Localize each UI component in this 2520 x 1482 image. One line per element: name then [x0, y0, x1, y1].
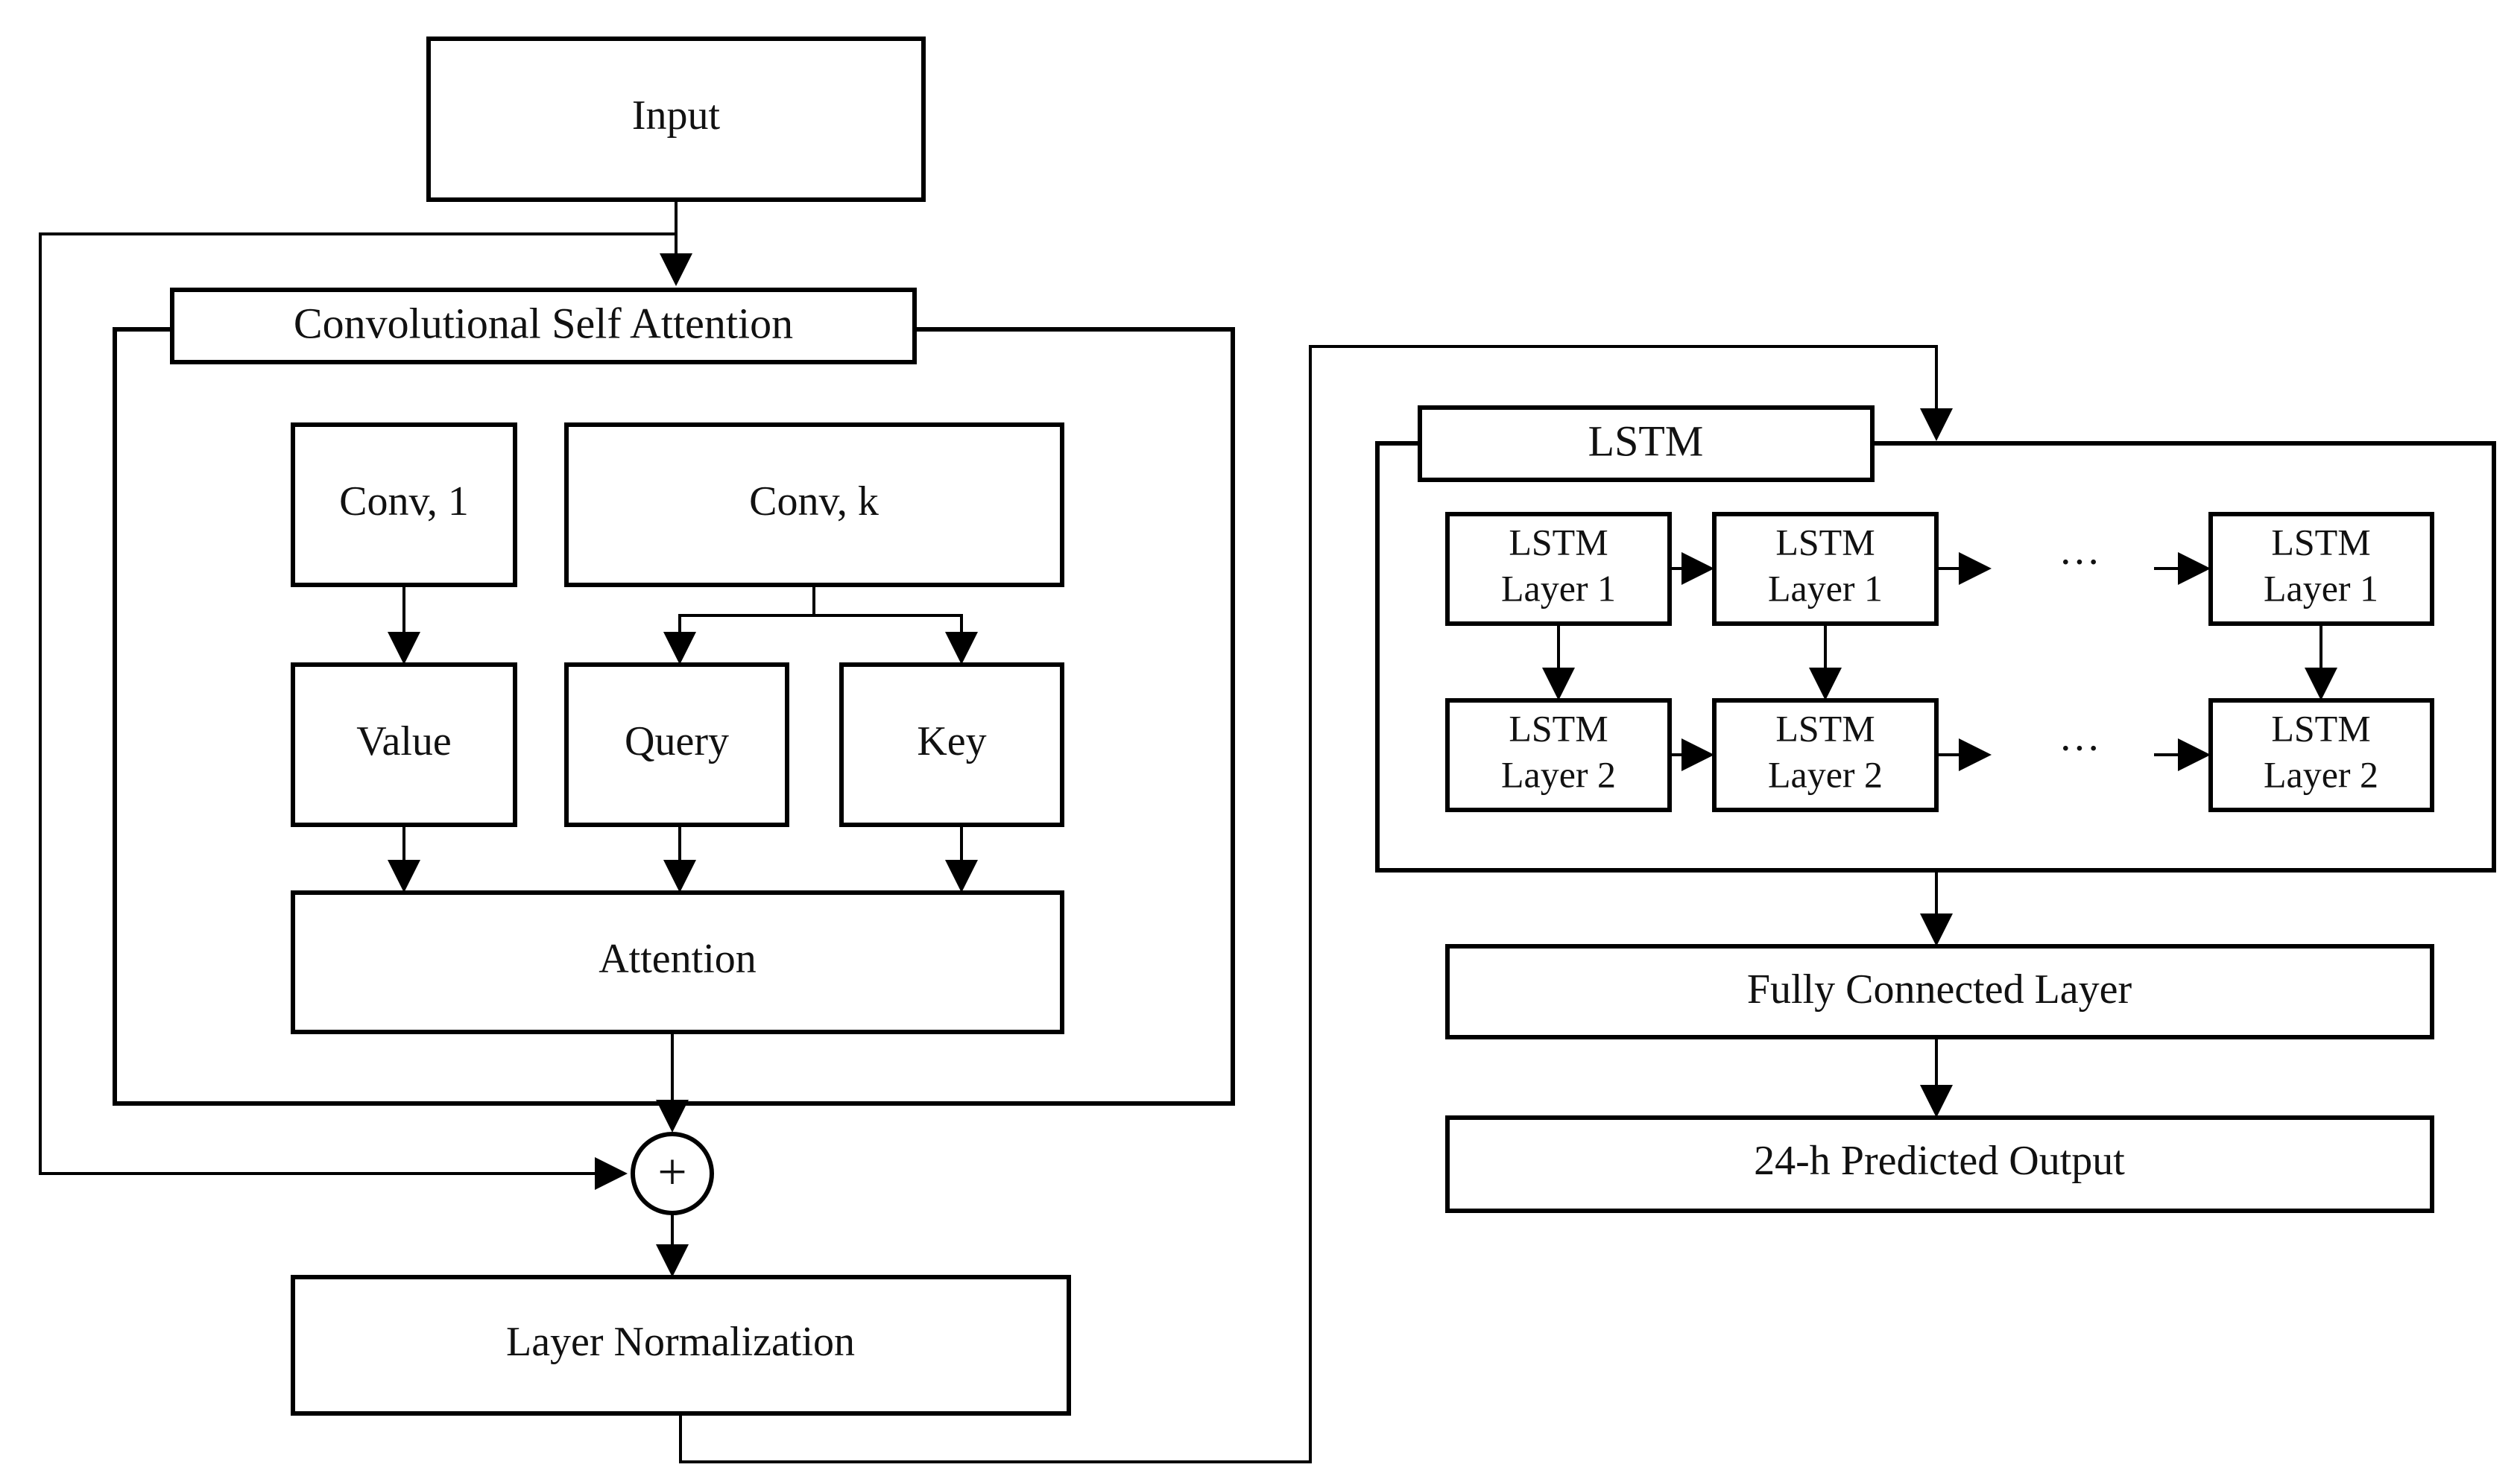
arrowhead — [388, 860, 420, 893]
arrowhead — [663, 632, 696, 665]
svg-text:LSTM: LSTM — [2271, 521, 2370, 563]
arrowhead — [2305, 668, 2337, 700]
attention-node: Attention — [291, 890, 1064, 1034]
arrowhead — [388, 632, 420, 665]
lstm-title-box — [1418, 405, 1875, 482]
layer-normalization-label: Layer Normalization — [506, 1319, 855, 1365]
output-node: 24-h Predicted Output — [1445, 1115, 2434, 1213]
layernorm-to-lstm-connector — [679, 345, 1938, 1463]
arrowhead — [1809, 668, 1842, 700]
svg-text:Layer 1: Layer 1 — [2264, 567, 2378, 609]
key-label: Key — [917, 718, 986, 764]
csa-title-box — [170, 288, 917, 364]
svg-text:LSTM: LSTM — [2271, 707, 2370, 749]
output-label: 24-h Predicted Output — [1754, 1138, 2125, 1184]
arrowhead — [656, 1100, 689, 1133]
svg-text:Layer 2: Layer 2 — [2264, 753, 2378, 795]
value-node: Value — [291, 662, 517, 827]
lstm-cell-row2-col3: LSTM Layer 2 — [2208, 698, 2434, 812]
arrowhead — [1920, 913, 1953, 946]
residual-skip-connector — [39, 232, 676, 1175]
convk-split-connector — [678, 614, 963, 632]
arrowhead — [1959, 738, 1992, 771]
add-operator: + — [631, 1132, 714, 1215]
svg-text:Layer 1: Layer 1 — [1501, 567, 1616, 609]
query-label: Query — [625, 718, 729, 764]
svg-text:LSTM: LSTM — [1509, 707, 1608, 749]
arrowhead — [1920, 1085, 1953, 1118]
fully-connected-label: Fully Connected Layer — [1747, 966, 2132, 1013]
csa-block: Convolutional Self Attention — [113, 288, 1235, 1106]
arrowhead — [595, 1157, 628, 1190]
query-node: Query — [564, 662, 789, 827]
fully-connected-node: Fully Connected Layer — [1445, 944, 2434, 1039]
arrowhead — [945, 632, 978, 665]
lstm-cell-row2-col2: LSTM Layer 2 — [1712, 698, 1939, 812]
arrowhead — [945, 860, 978, 893]
conv1-label: Conv, 1 — [339, 478, 469, 525]
svg-text:LSTM: LSTM — [1775, 707, 1875, 749]
input-label: Input — [632, 92, 721, 139]
svg-text:Layer 2: Layer 2 — [1768, 753, 1883, 795]
arrowhead — [663, 860, 696, 893]
arrowhead — [2178, 738, 2211, 771]
input-node: Input — [426, 37, 926, 202]
arrowhead — [2178, 552, 2211, 585]
arrowhead — [1681, 738, 1714, 771]
convk-label: Conv, k — [749, 478, 879, 525]
csa-title: Convolutional Self Attention — [294, 299, 793, 347]
layer-normalization-node: Layer Normalization — [291, 1275, 1071, 1416]
lstm-cell-row1-col2: LSTM Layer 1 — [1712, 512, 1939, 626]
lstm-r2-ellipsis: ··· — [2059, 726, 2100, 772]
attention-label: Attention — [599, 936, 757, 982]
lstm-cell-row2-col1: LSTM Layer 2 — [1445, 698, 1672, 812]
lstm-r1-ellipsis: ··· — [2059, 539, 2100, 586]
svg-text:Layer 1: Layer 1 — [1768, 567, 1883, 609]
svg-text:Layer 2: Layer 2 — [1501, 753, 1616, 795]
arrowhead — [1920, 408, 1953, 441]
arrowhead — [660, 253, 692, 286]
arrowhead — [1959, 552, 1992, 585]
lstm-cell-row1-col3: LSTM Layer 1 — [2208, 512, 2434, 626]
key-node: Key — [839, 662, 1064, 827]
value-label: Value — [356, 718, 452, 764]
conv1-node: Conv, 1 — [291, 422, 517, 587]
arrowhead — [1681, 552, 1714, 585]
svg-text:LSTM: LSTM — [1509, 521, 1608, 563]
arrowhead — [656, 1244, 689, 1277]
convk-node: Conv, k — [564, 422, 1064, 587]
lstm-cell-row1-col1: LSTM Layer 1 — [1445, 512, 1672, 626]
svg-text:LSTM: LSTM — [1775, 521, 1875, 563]
lstm-title: LSTM — [1588, 417, 1704, 465]
arrowhead — [1542, 668, 1575, 700]
add-symbol: + — [657, 1144, 686, 1201]
